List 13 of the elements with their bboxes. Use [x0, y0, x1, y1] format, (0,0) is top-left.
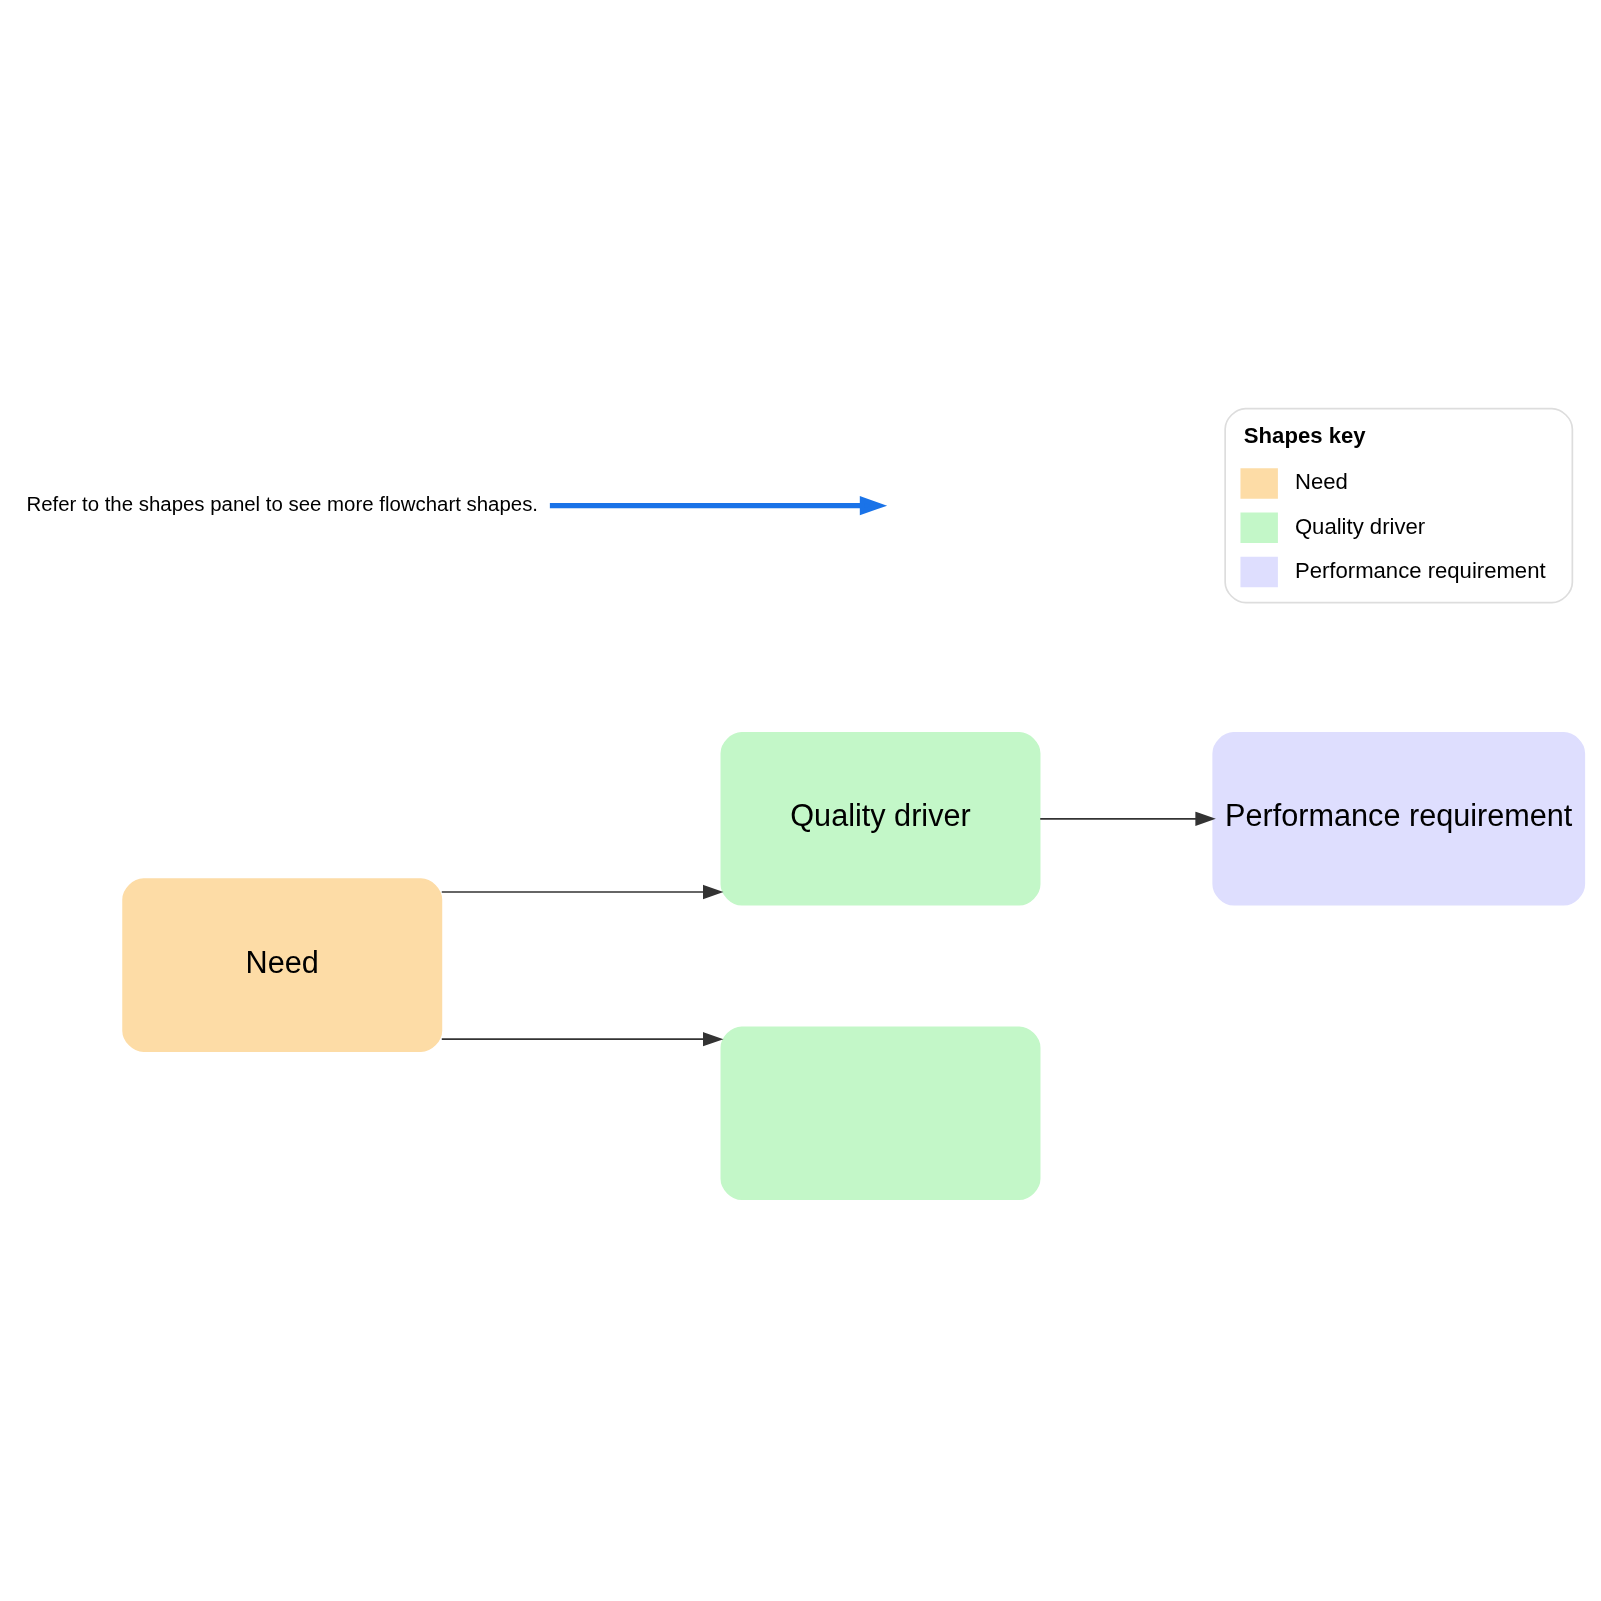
arrow	[549, 496, 888, 516]
label: Shapes key	[1243, 423, 1366, 449]
node-box: Need	[122, 878, 443, 1052]
node-text: Refer to the shapes panel to see more flowchart shapes.	[26, 492, 539, 515]
arrow	[440, 884, 724, 900]
legend-label: Quality driver	[1294, 513, 1426, 539]
arrow	[1039, 811, 1216, 826]
node-box	[720, 1026, 1041, 1201]
arrow	[440, 1032, 724, 1047]
legend-label: Need	[1294, 469, 1348, 495]
node-box: Performance requirement	[1212, 732, 1586, 906]
legend-label: Performance requirement	[1294, 557, 1546, 583]
node-box: Quality driver	[720, 732, 1041, 906]
